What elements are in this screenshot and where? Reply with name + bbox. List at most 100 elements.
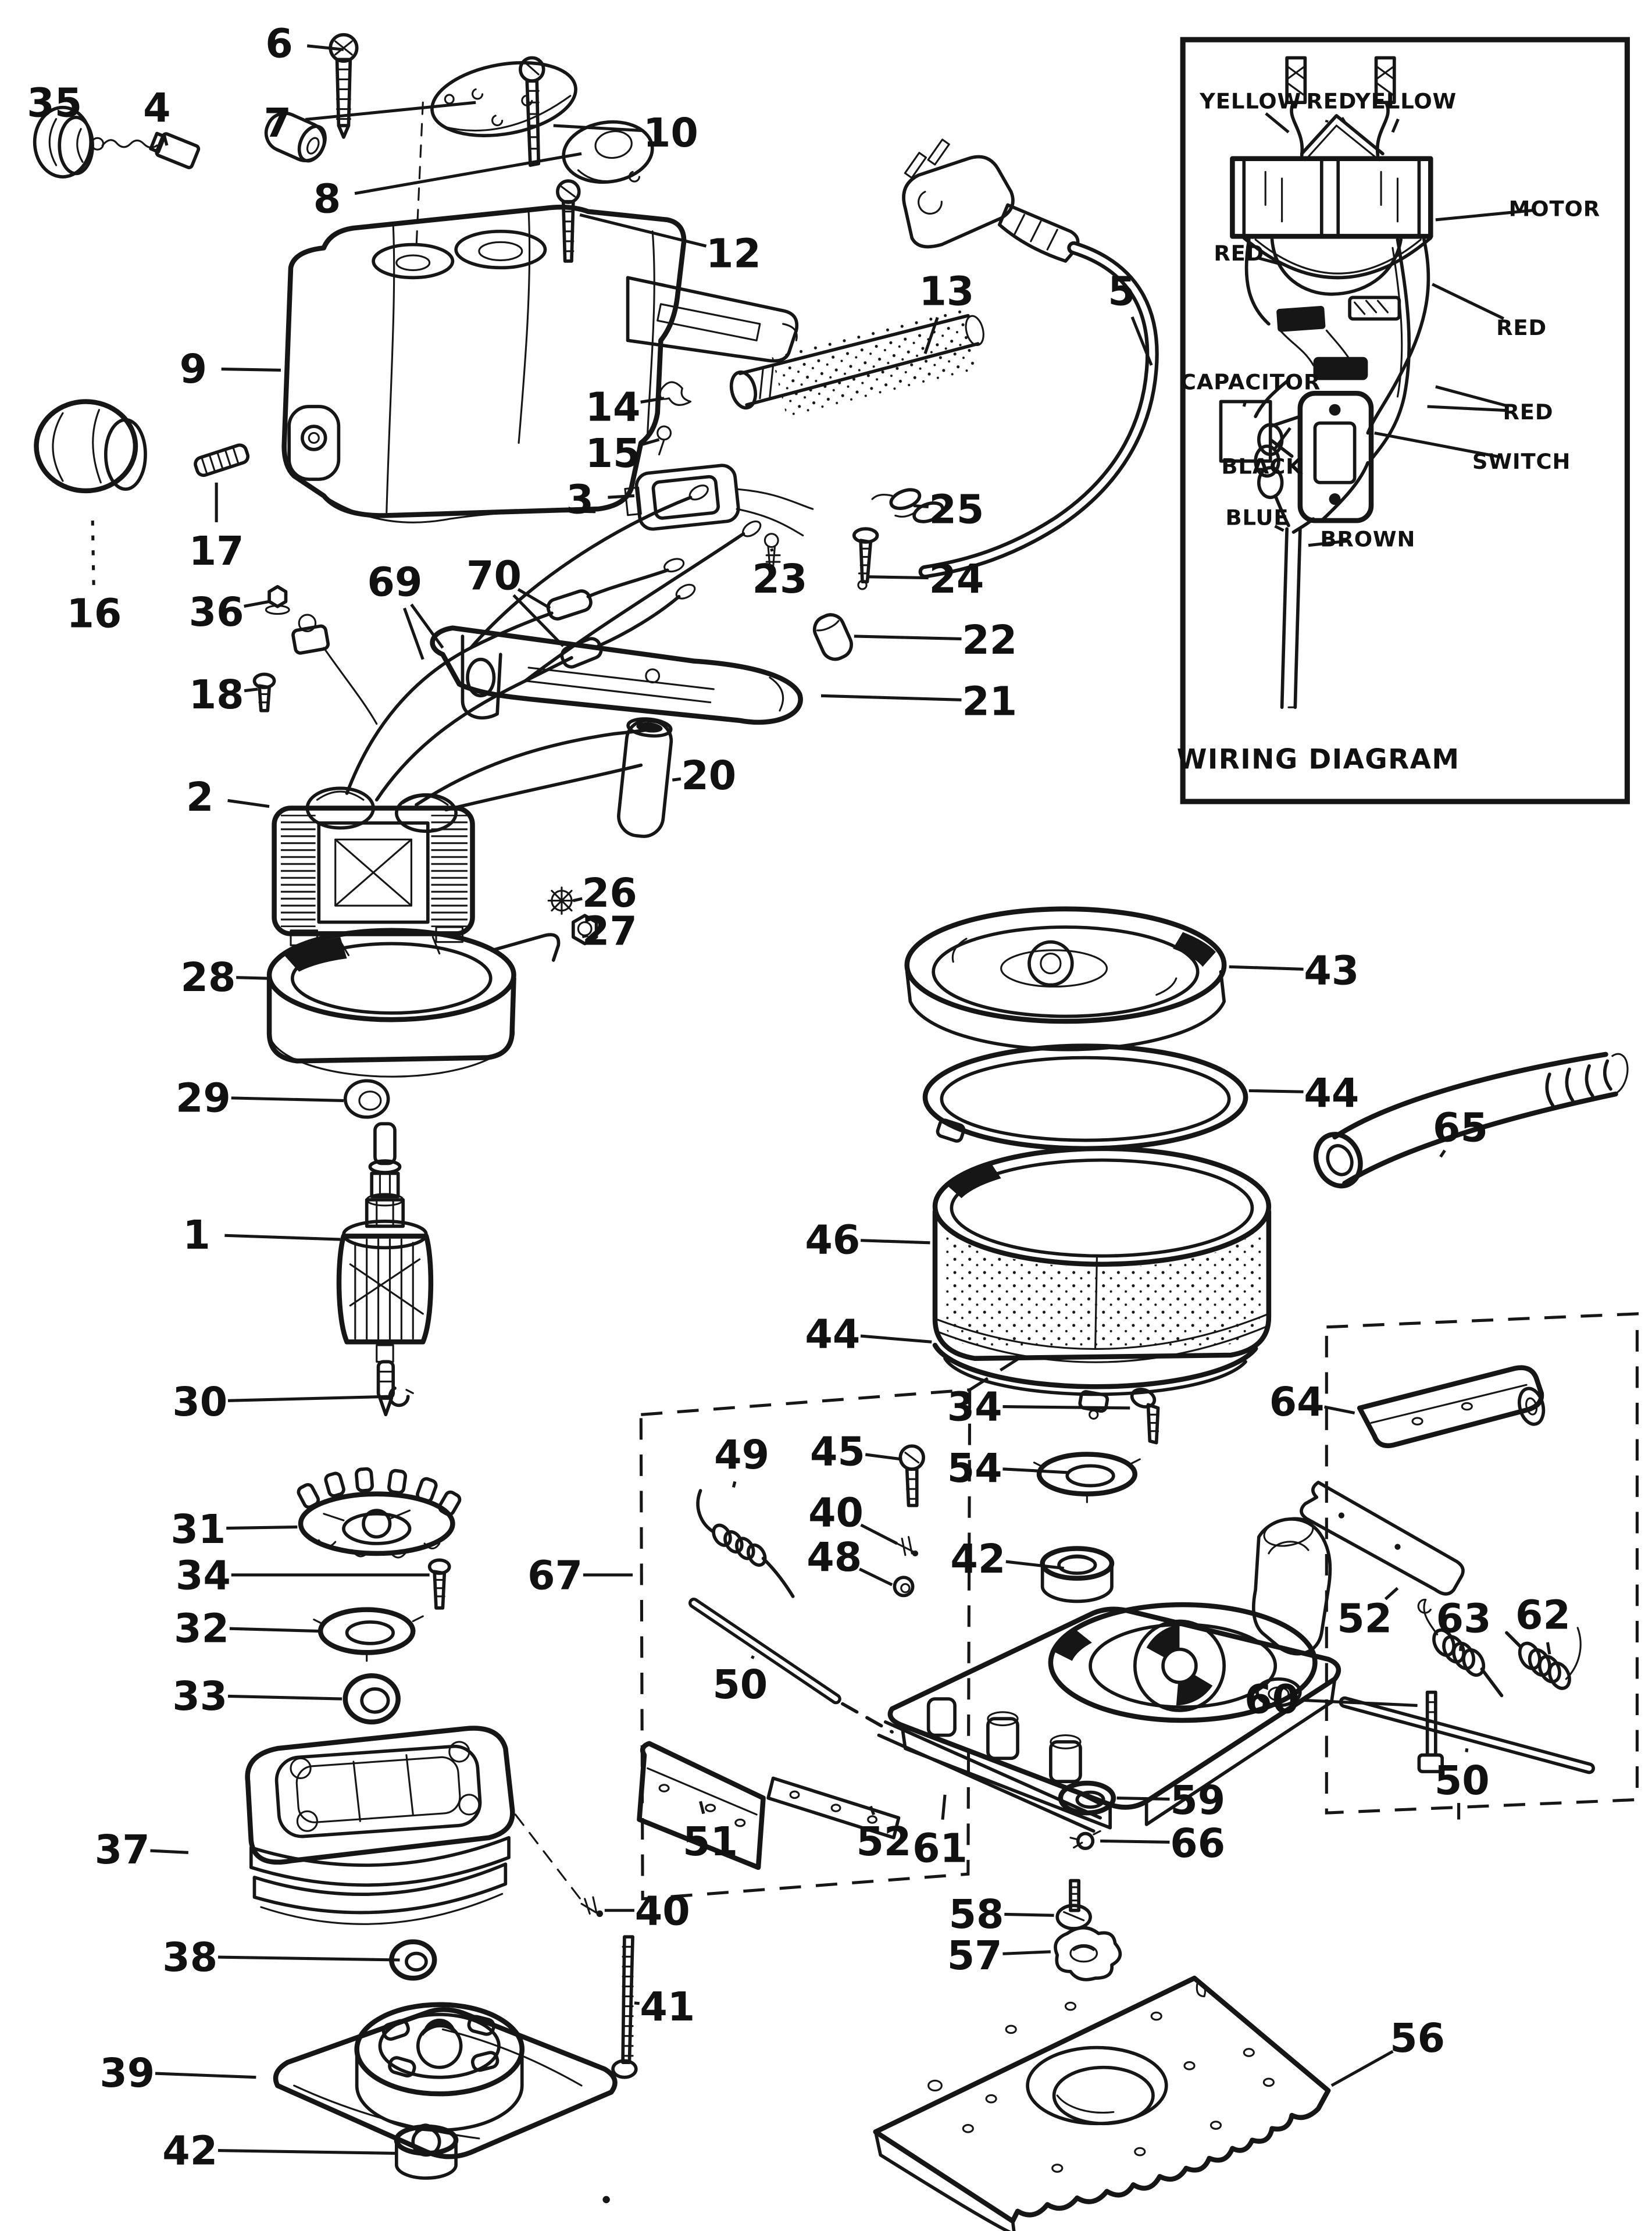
part-56-platen	[873, 1975, 1331, 2231]
part-number-63: 63	[1436, 1596, 1492, 1642]
leader-line	[923, 316, 939, 354]
part-number-22: 22	[962, 618, 1017, 664]
part-24-screw	[852, 527, 879, 590]
part-number-38: 38	[162, 1935, 217, 1981]
part-number-46: 46	[805, 1218, 860, 1264]
leader-line	[869, 1805, 876, 1816]
leader-line	[581, 933, 588, 939]
part-brush-holder	[291, 614, 378, 725]
leader-line	[91, 515, 95, 585]
leader-line	[155, 2072, 256, 2079]
wire-label-RED: RED	[1214, 241, 1264, 266]
part-number-64: 64	[1269, 1380, 1325, 1425]
part-21-handle	[430, 625, 803, 725]
leader-line	[1274, 525, 1285, 532]
leader-line	[854, 635, 962, 641]
part-number-60: 60	[1244, 1677, 1300, 1723]
leader-line	[1242, 400, 1247, 407]
part-number-62: 62	[1515, 1593, 1571, 1639]
part-39-eccentric-plate	[273, 2002, 618, 2159]
part-number-17: 17	[189, 529, 244, 575]
part-number-18: 18	[189, 672, 244, 718]
wire-label-RED: RED	[1496, 315, 1547, 340]
part-number-10: 10	[643, 111, 698, 156]
part-number-32: 32	[174, 1606, 229, 1652]
part-number-44: 44	[1304, 1071, 1359, 1117]
leader-line	[517, 588, 551, 610]
leader-line	[226, 1525, 298, 1530]
leader-line	[751, 1655, 755, 1659]
part-number-69: 69	[367, 560, 423, 606]
part-number-2: 2	[186, 775, 213, 821]
wire-label-CAPACITOR: CAPACITOR	[1180, 370, 1321, 395]
part-64-paper-clamp	[1357, 1365, 1546, 1449]
part-number-58: 58	[949, 1892, 1004, 1938]
part-41-screw-long	[611, 1935, 638, 2079]
part-32-washer-plate	[313, 1607, 424, 1662]
leader-line	[236, 976, 268, 980]
wire-label-RED: RED	[1503, 400, 1553, 425]
part-number-42: 42	[162, 2128, 217, 2174]
part-34-screw-pad	[1130, 1388, 1160, 1445]
wire-label-YELLOW: YELLOW	[1354, 89, 1457, 114]
leader-line	[1308, 539, 1348, 547]
leader-line	[217, 1955, 400, 1962]
leader-line	[224, 1234, 341, 1241]
part-40-pin-pad	[896, 1536, 919, 1557]
part-number-23: 23	[752, 557, 808, 603]
leader-line	[608, 494, 635, 499]
part-17-stud	[194, 443, 250, 477]
part-number-31: 31	[170, 1507, 226, 1553]
part-29-bearing	[343, 1079, 390, 1119]
wiring-diagram-title: WIRING DIAGRAM	[1177, 743, 1460, 775]
part-42-bearing-pad	[1040, 1546, 1115, 1603]
leader-line	[1391, 118, 1400, 133]
part-number-35: 35	[27, 81, 82, 127]
part-15-screw	[656, 425, 672, 455]
leader-line	[403, 607, 424, 660]
part-number-14: 14	[586, 385, 641, 431]
part-number-33: 33	[172, 1674, 227, 1720]
wire-label-SWITCH: SWITCH	[1472, 449, 1571, 474]
leader-line	[244, 687, 258, 693]
part-4-brush-spring	[91, 131, 201, 169]
wire-label-MOTOR: MOTOR	[1509, 196, 1600, 221]
leader-line	[229, 1627, 319, 1633]
part-12-screw	[555, 179, 581, 263]
leader-line	[1458, 1645, 1462, 1651]
leader-line	[941, 1794, 947, 1820]
part-9-motor-housing	[281, 204, 799, 523]
part-7-plate	[430, 61, 577, 137]
part-number-48: 48	[807, 1535, 862, 1581]
part-52-clamp-bar-right	[1300, 1480, 1465, 1596]
part-16-knob	[34, 399, 147, 494]
part-number-45: 45	[810, 1429, 865, 1475]
leader-line	[1002, 1950, 1051, 1955]
part-13-cord-guard	[729, 307, 984, 420]
part-10-screw	[519, 56, 545, 167]
leader-line	[573, 897, 583, 903]
leader-line	[1116, 1796, 1170, 1801]
part-number-9: 9	[180, 347, 207, 393]
leader-line	[1229, 965, 1304, 971]
part-number-49: 49	[714, 1432, 769, 1478]
leader-line	[1100, 1839, 1170, 1844]
part-number-65: 65	[1433, 1105, 1488, 1151]
part-18-screw	[252, 672, 276, 712]
leader-line	[1265, 112, 1290, 134]
part-number-61: 61	[912, 1826, 968, 1872]
leader-line	[306, 44, 344, 51]
part-65-hose-elbow	[1313, 1052, 1629, 1189]
part-50-rod-right	[1339, 1696, 1595, 1774]
part-31-fan	[297, 1467, 462, 1559]
part-number-34: 34	[947, 1385, 1002, 1431]
part-57-grommet	[1054, 1926, 1122, 1981]
leader-line	[1435, 208, 1535, 222]
leader-line	[1258, 256, 1283, 266]
leader-line	[699, 1801, 705, 1815]
leader-line	[1004, 1912, 1054, 1917]
part-number-1: 1	[183, 1213, 210, 1259]
